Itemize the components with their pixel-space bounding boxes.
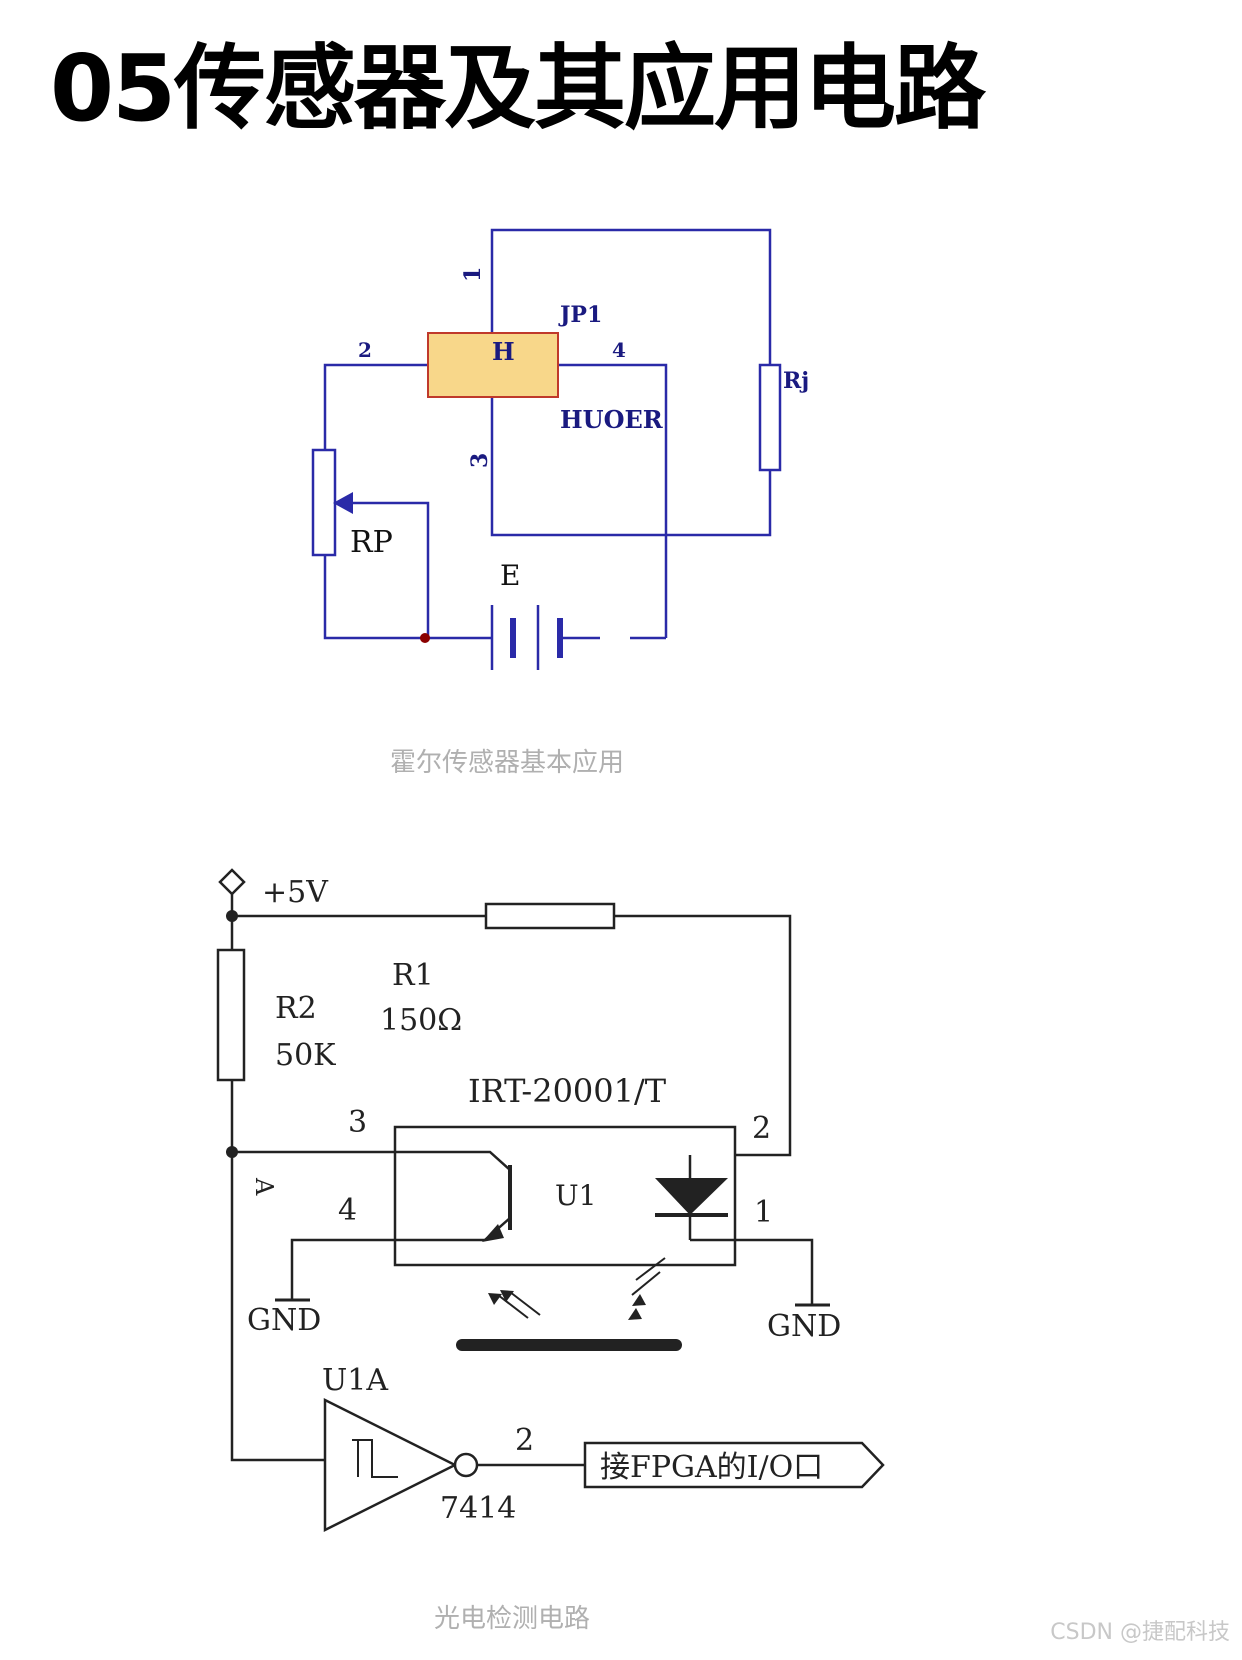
schmitt-inverter bbox=[323, 1397, 458, 1533]
wire-emitter-to-gnd bbox=[290, 1238, 485, 1300]
wire-pin1-to-rj bbox=[490, 228, 772, 365]
gnd-right-label: GND bbox=[767, 1309, 841, 1344]
schmitt-symbol bbox=[352, 1439, 398, 1478]
vcc-label: +5V bbox=[262, 875, 329, 910]
hall-rj-label: Rj bbox=[783, 368, 809, 394]
ic-label: 7414 bbox=[440, 1491, 516, 1526]
wire-pin4-to-battery bbox=[558, 363, 668, 638]
wire-rj-to-pin3 bbox=[490, 398, 772, 537]
output-pin-label: 2 bbox=[515, 1423, 534, 1458]
wire-top-rail-right bbox=[614, 914, 792, 1157]
junction-top bbox=[226, 910, 238, 922]
photo-caption: 光电检测电路 bbox=[434, 1604, 591, 1634]
hall-sensor-diagram: 1 2 3 4 JP1 H HUOER Rj RP E bbox=[311, 228, 809, 670]
gnd-left-label: GND bbox=[247, 1303, 321, 1338]
hall-caption: 霍尔传感器基本应用 bbox=[390, 748, 625, 778]
hall-rp-label: RP bbox=[350, 525, 393, 560]
photo-pin4-label: 4 bbox=[338, 1193, 357, 1228]
photo-pin1-label: 1 bbox=[754, 1195, 773, 1230]
r1-resistor bbox=[484, 902, 616, 930]
wire-node-a-to-schmitt bbox=[230, 1152, 325, 1462]
photo-pin2-label: 2 bbox=[752, 1111, 771, 1146]
hall-jp1-label: JP1 bbox=[558, 302, 602, 328]
page-title: 05传感器及其应用电路 bbox=[50, 35, 986, 142]
wire-diode-to-gnd bbox=[690, 1238, 814, 1305]
r1-label: R1 bbox=[392, 958, 434, 993]
r1-value-label: 150Ω bbox=[380, 1003, 462, 1038]
battery-e bbox=[490, 605, 563, 670]
junction-node-a bbox=[226, 1146, 238, 1158]
u1-label: U1 bbox=[555, 1179, 596, 1212]
hall-sensor-label: H bbox=[492, 337, 515, 366]
output-label: 接FPGA的I/O口 bbox=[600, 1450, 823, 1485]
photo-pin3-label: 3 bbox=[348, 1105, 367, 1140]
node-a-label: A bbox=[250, 1177, 278, 1196]
junction-node bbox=[420, 633, 430, 643]
diode-triangle bbox=[655, 1178, 728, 1215]
hall-pin1-label: 1 bbox=[460, 267, 486, 282]
inverter-bubble bbox=[453, 1452, 479, 1478]
hall-sensor-name-label: HUOER bbox=[560, 405, 664, 434]
rj-resistor bbox=[758, 363, 782, 472]
hall-pin4-label: 4 bbox=[612, 338, 626, 362]
light-arrows bbox=[497, 1257, 666, 1319]
transistor-arrow bbox=[482, 1224, 504, 1242]
hall-battery-label: E bbox=[500, 559, 520, 592]
wire-rp-to-node bbox=[323, 555, 425, 640]
irt-device-box bbox=[393, 1125, 737, 1267]
output-port bbox=[583, 1441, 885, 1489]
r2-resistor bbox=[216, 948, 246, 1082]
watermark: CSDN @捷配科技 bbox=[1050, 1620, 1230, 1645]
u1a-label: U1A bbox=[322, 1363, 388, 1398]
rp-wiper-arrow bbox=[333, 492, 353, 514]
vcc-terminal bbox=[218, 868, 246, 896]
wire-rp-wiper bbox=[345, 501, 430, 638]
part-number-label: IRT-20001/T bbox=[468, 1072, 667, 1110]
hall-pin2-label: 2 bbox=[358, 338, 372, 362]
hall-element bbox=[427, 332, 559, 398]
wire-pin2-to-rp bbox=[323, 363, 428, 450]
r2-value-label: 50K bbox=[275, 1038, 336, 1073]
r2-label: R2 bbox=[275, 991, 317, 1026]
wire-node-a-to-collector bbox=[232, 1150, 511, 1171]
hall-pin3-label: 3 bbox=[467, 453, 493, 468]
